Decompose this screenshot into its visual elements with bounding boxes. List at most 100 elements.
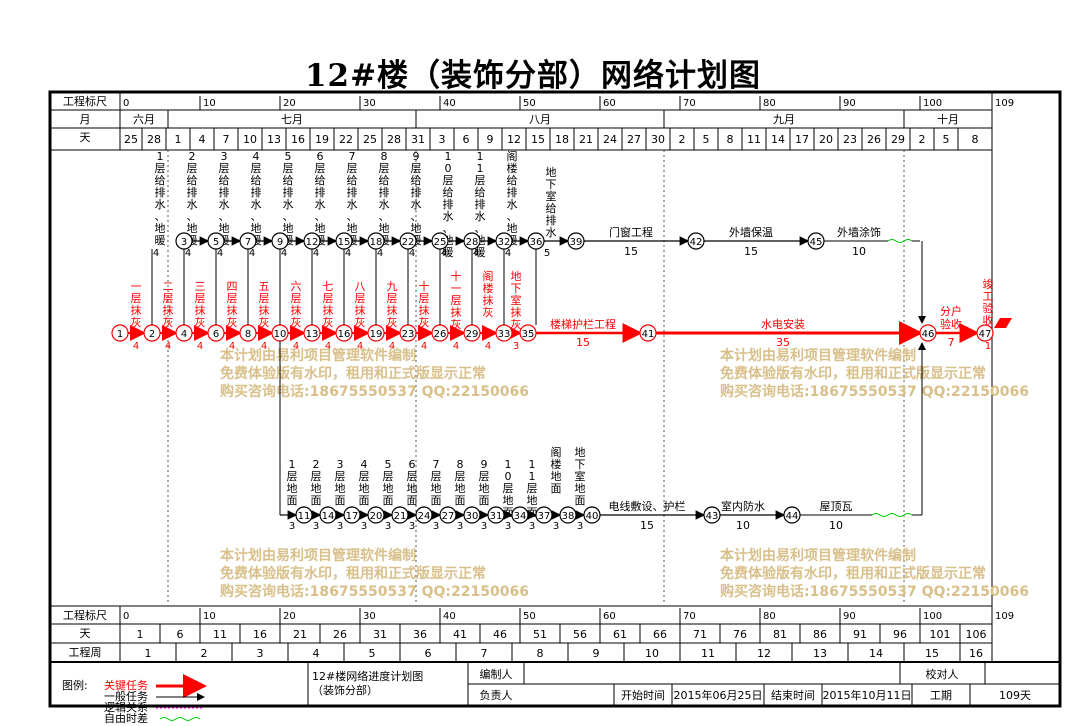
day-label: 23	[843, 133, 857, 146]
task-label-char: 二	[163, 280, 174, 293]
task-label-char: 四	[227, 280, 238, 293]
footer-day-label: 56	[573, 628, 587, 641]
task-label-char: 面	[359, 494, 370, 507]
event-node-number: 44	[786, 511, 799, 522]
event-node-number: 28	[466, 237, 479, 248]
task-label-char: 地	[335, 482, 346, 495]
scale-tick-label: 70	[683, 98, 696, 109]
watermark-text: 购买咨询电话:18675550537 QQ:22150066	[720, 383, 1029, 400]
day-label: 31	[411, 133, 425, 146]
task-label-char: 层	[227, 292, 238, 305]
task-label-char: 层	[219, 162, 230, 175]
day-label: 5	[703, 133, 710, 146]
task-label-char: 4	[361, 458, 368, 471]
event-node-number: 11	[298, 511, 311, 522]
task-label-char: 抹	[511, 306, 522, 319]
scale-tick-label: 90	[843, 98, 856, 109]
task-label-char: 抹	[131, 304, 142, 317]
task-label-char: 层	[455, 470, 466, 483]
event-node	[367, 506, 385, 524]
day-label: 11	[747, 133, 761, 146]
task-label-char: 面	[311, 494, 322, 507]
task-duration: 4	[473, 248, 479, 259]
event-node-number: 5	[213, 237, 219, 248]
task-label-char: 给	[347, 174, 358, 187]
task-duration: 10	[852, 245, 866, 258]
task-label-char: 6	[409, 458, 416, 471]
task-label-char: 地	[359, 482, 370, 495]
event-node-number: 46	[922, 329, 935, 340]
task-duration: 4	[133, 341, 139, 352]
task-label-char: 地	[511, 270, 522, 283]
task-label-char: 层	[131, 292, 142, 305]
task-label-char: 水	[251, 198, 262, 211]
footer-scale-tick-label: 50	[523, 611, 536, 622]
day-label: 6	[463, 133, 470, 146]
task-duration: 3	[433, 521, 439, 532]
task-label-char: 排	[315, 185, 326, 199]
task-duration: 4	[377, 248, 383, 259]
outer-frame	[48, 90, 1062, 708]
task-duration: 4	[357, 341, 363, 352]
week-label: 7	[481, 647, 488, 660]
task-label-char: 给	[379, 174, 390, 187]
event-node	[511, 506, 529, 524]
task-label-char: 给	[507, 174, 518, 187]
event-node	[239, 232, 257, 250]
footer-day-label: 21	[293, 628, 307, 641]
week-label: 2	[201, 647, 208, 660]
footer-day-label: 96	[893, 628, 907, 641]
task-label-char: 抹	[419, 304, 430, 317]
task-label-char: 层	[387, 292, 398, 305]
task-label-char: 地	[383, 482, 394, 495]
event-node-number: 23	[402, 329, 415, 340]
task-label-char: 给	[155, 174, 166, 187]
footer-day-label: 86	[813, 628, 827, 641]
footer-label: 天	[80, 627, 91, 640]
task-label-char: 灰	[131, 315, 142, 329]
task-label-char: 给	[443, 186, 454, 199]
task-label-char: 八	[355, 280, 366, 293]
legend-logic-label: 逻辑关系	[104, 700, 148, 714]
task-label-char: 楼	[551, 457, 562, 471]
scale-tick-label: 40	[443, 98, 456, 109]
task-label-char: 抹	[323, 304, 334, 317]
task-label-char: 地	[287, 482, 298, 495]
task-label-char: 层	[347, 162, 358, 175]
task-label-char: 工	[983, 290, 994, 303]
event-node	[295, 506, 313, 524]
legend-normal-label: 一般任务	[104, 690, 148, 703]
footer-day-label: 71	[693, 628, 707, 641]
event-node	[463, 232, 481, 250]
day-label: 28	[147, 133, 161, 146]
day-label: 10	[243, 133, 257, 146]
task-label-char: 排	[546, 213, 557, 227]
task-label-char: 给	[251, 174, 262, 187]
task-label-char: 、	[379, 210, 390, 223]
task-label-char: 排	[475, 197, 486, 211]
task-label: 楼梯护栏工程	[550, 317, 616, 331]
event-node	[335, 232, 353, 250]
task-duration: 3	[505, 521, 511, 532]
task-label-char: 层	[411, 162, 422, 175]
task-duration: 3	[481, 521, 487, 532]
task-label-char: 十	[451, 269, 462, 283]
week-label: 5	[369, 647, 376, 660]
task-label-char: 层	[287, 470, 298, 483]
event-node-number: 12	[306, 237, 319, 248]
task-label-char: 、	[443, 222, 454, 235]
task-label-char: 抹	[451, 306, 462, 319]
watermark-text: 免费体验版有水印，租用和正式版显示正常	[720, 565, 986, 582]
event-node-number: 2	[149, 329, 155, 340]
task-label-char: 、	[475, 222, 486, 235]
task-label-char: 0	[505, 470, 512, 483]
event-node-number: 21	[394, 511, 407, 522]
footer-responsible: 负责人	[480, 688, 513, 702]
task-label-char: 灰	[323, 315, 334, 329]
task-label-char: 0	[445, 162, 452, 175]
event-node	[319, 506, 337, 524]
day-label: 5	[943, 133, 950, 146]
task-duration: 4	[217, 248, 223, 259]
footer-start-value: 2015年06月25日	[674, 688, 763, 702]
task-label-char: 、	[155, 210, 166, 223]
